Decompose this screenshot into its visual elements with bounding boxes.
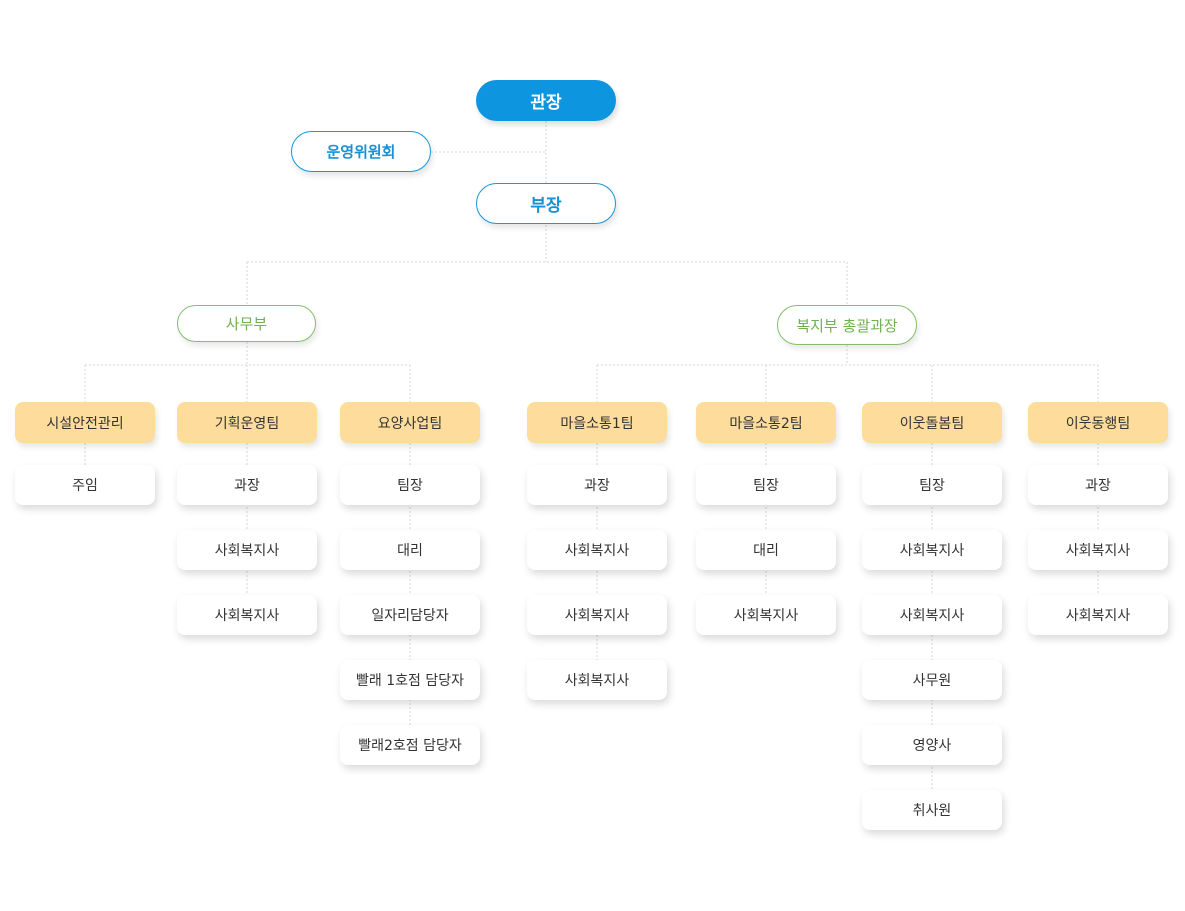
- position-node: 팀장: [696, 465, 836, 505]
- position-node: 사회복지사: [1028, 595, 1168, 635]
- position-node: 과장: [1028, 465, 1168, 505]
- position-node: 취사원: [862, 790, 1002, 830]
- office-division-node: 사무부: [177, 305, 316, 342]
- position-node: 사회복지사: [862, 530, 1002, 570]
- position-node: 빨래 1호점 담당자: [340, 660, 480, 700]
- team-node: 이웃동행팀: [1028, 402, 1168, 443]
- deputy-node: 부장: [476, 183, 616, 224]
- team-node: 마을소통2팀: [696, 402, 836, 443]
- position-node: 대리: [340, 530, 480, 570]
- director-node: 관장: [476, 80, 616, 121]
- position-node: 팀장: [340, 465, 480, 505]
- position-node: 사회복지사: [177, 530, 317, 570]
- position-node: 주임: [15, 465, 155, 505]
- position-node: 사회복지사: [527, 595, 667, 635]
- team-node: 요양사업팀: [340, 402, 480, 443]
- team-node: 이웃돌봄팀: [862, 402, 1002, 443]
- position-node: 사회복지사: [177, 595, 317, 635]
- team-node: 기획운영팀: [177, 402, 317, 443]
- position-node: 과장: [177, 465, 317, 505]
- position-node: 일자리담당자: [340, 595, 480, 635]
- position-node: 팀장: [862, 465, 1002, 505]
- welfare-division-node: 복지부 총괄과장: [777, 305, 917, 345]
- team-node: 마을소통1팀: [527, 402, 667, 443]
- position-node: 영양사: [862, 725, 1002, 765]
- position-node: 사회복지사: [527, 660, 667, 700]
- position-node: 빨래2호점 담당자: [340, 725, 480, 765]
- position-node: 대리: [696, 530, 836, 570]
- position-node: 사회복지사: [862, 595, 1002, 635]
- position-node: 과장: [527, 465, 667, 505]
- position-node: 사회복지사: [696, 595, 836, 635]
- committee-node: 운영위원회: [291, 131, 431, 172]
- position-node: 사회복지사: [1028, 530, 1168, 570]
- position-node: 사회복지사: [527, 530, 667, 570]
- position-node: 사무원: [862, 660, 1002, 700]
- team-node: 시설안전관리: [15, 402, 155, 443]
